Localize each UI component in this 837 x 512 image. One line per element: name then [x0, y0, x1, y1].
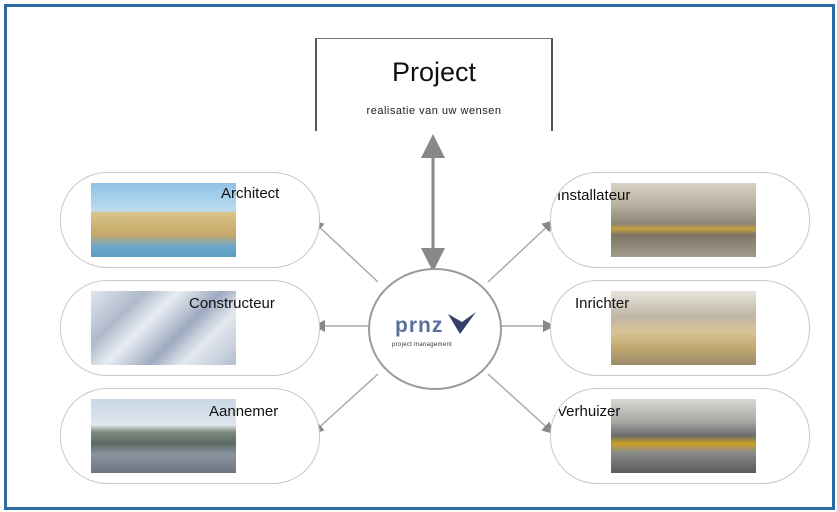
- connector-verhuizer: [487, 373, 555, 435]
- connector-architect: [311, 219, 379, 283]
- node-verhuizer: Verhuizer: [550, 388, 810, 484]
- node-architect: Architect: [60, 172, 320, 268]
- logo-text: prnz: [395, 314, 444, 337]
- project-subtitle: realisatie van uw wensen: [366, 105, 502, 117]
- aannemer-label: Aannemer: [209, 403, 279, 420]
- inrichter-label: Inrichter: [575, 295, 630, 312]
- architect-label: Architect: [221, 185, 280, 202]
- node-constructeur: Constructeur: [60, 280, 320, 376]
- verhuizer-label: Verhuizer: [557, 403, 621, 420]
- project-box: Project realisatie van uw wensen: [315, 38, 553, 131]
- constructeur-photo: [91, 291, 236, 365]
- inrichter-photo: [611, 291, 756, 365]
- connector-aannemer: [311, 373, 379, 435]
- checkmark-logo-icon: [448, 312, 476, 334]
- constructeur-label: Constructeur: [189, 295, 275, 312]
- prnz-logo-hub: prnz project management: [368, 268, 502, 390]
- installateur-label: Installateur: [557, 187, 631, 204]
- node-inrichter: Inrichter: [550, 280, 810, 376]
- architect-photo: [91, 183, 236, 257]
- node-installateur: Installateur: [550, 172, 810, 268]
- logo-subtitle: project management: [392, 342, 453, 348]
- connector-installateur: [487, 219, 555, 283]
- aannemer-photo: [91, 399, 236, 473]
- node-aannemer: Aannemer: [60, 388, 320, 484]
- installateur-photo: [611, 183, 756, 257]
- project-title: Project: [391, 57, 477, 87]
- verhuizer-photo: [611, 399, 756, 473]
